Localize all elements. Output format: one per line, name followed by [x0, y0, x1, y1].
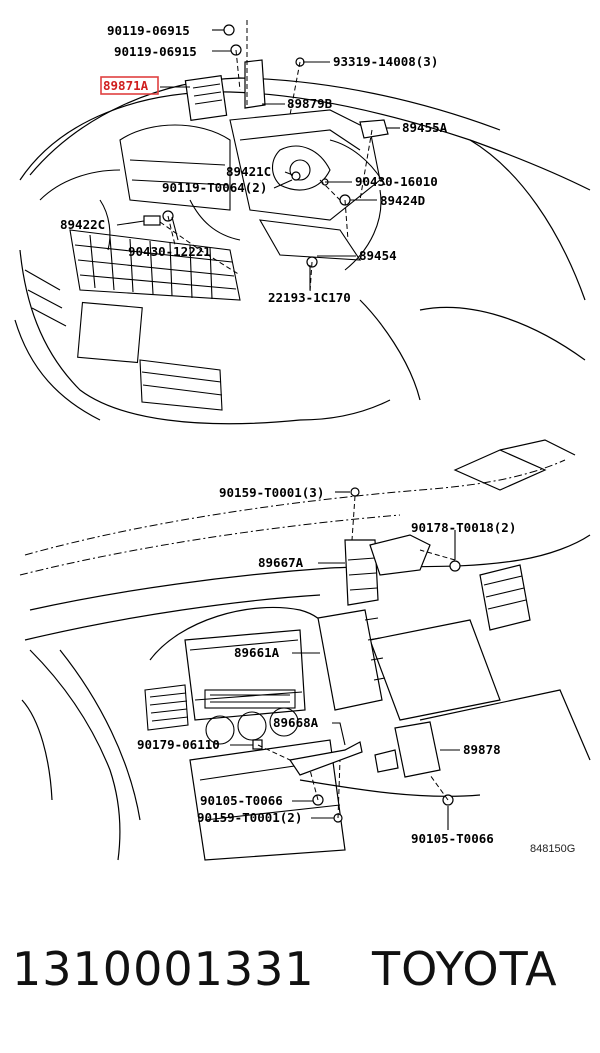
- label-89424d: 89424D: [380, 193, 425, 208]
- label-90430-12221: 90430-12221: [128, 244, 211, 259]
- label-93319-14008: 93319-14008(3): [333, 54, 438, 69]
- part-number: 1310001331: [12, 942, 315, 996]
- part-89879b-shape: [244, 59, 266, 109]
- label-89421c: 89421C: [226, 164, 271, 179]
- part-89878-shape: [394, 721, 441, 778]
- part-89455a-shape: [359, 119, 389, 139]
- label-89454: 89454: [359, 248, 397, 263]
- label-90105-t0066-b: 90105-T0066: [411, 831, 494, 846]
- label-90159-t0001-2: 90159-T0001(2): [197, 810, 302, 825]
- label-90159-t0001-3: 90159-T0001(3): [219, 485, 324, 500]
- label-90430-16010: 90430-16010: [355, 174, 438, 189]
- leader-lines-bottom: [230, 491, 460, 830]
- part-89668a-shape: [288, 741, 363, 776]
- label-90179-06110: 90179-06110: [137, 737, 220, 752]
- label-90119-06915-b: 90119-06915: [114, 44, 197, 59]
- label-90105-t0066-a: 90105-T0066: [200, 793, 283, 808]
- label-90119-t0064: 90119-T0064(2): [162, 180, 267, 195]
- label-90119-06915-a: 90119-06915: [107, 23, 190, 38]
- part-89661a-shape: [317, 609, 383, 711]
- label-90178-t0018: 90178-T0018(2): [411, 520, 516, 535]
- engine-bay-illustration: [14, 20, 591, 425]
- callout-labels: 90119-06915 90119-06915 93319-14008(3) 8…: [60, 23, 575, 855]
- diagram-code: 848150G: [530, 843, 575, 855]
- dashboard-illustration: [19, 439, 591, 861]
- label-89879b: 89879B: [287, 96, 333, 111]
- label-89422c: 89422C: [60, 217, 105, 232]
- leader-lines-top: [116, 29, 400, 290]
- brand-name: TOYOTA: [372, 942, 558, 996]
- label-89668a: 89668A: [273, 715, 319, 730]
- part-89422c-shape: [143, 215, 161, 226]
- footer: 1310001331 TOYOTA: [0, 930, 600, 1020]
- highlight-box: [100, 76, 159, 95]
- label-89667a: 89667A: [258, 555, 304, 570]
- label-22193-1c170: 22193-1C170: [268, 290, 351, 305]
- label-89878: 89878: [463, 742, 501, 757]
- label-89871a[interactable]: 89871A: [103, 78, 149, 93]
- part-89871a-shape: [184, 75, 228, 121]
- label-89455a: 89455A: [402, 120, 448, 135]
- label-89661a: 89661A: [234, 645, 280, 660]
